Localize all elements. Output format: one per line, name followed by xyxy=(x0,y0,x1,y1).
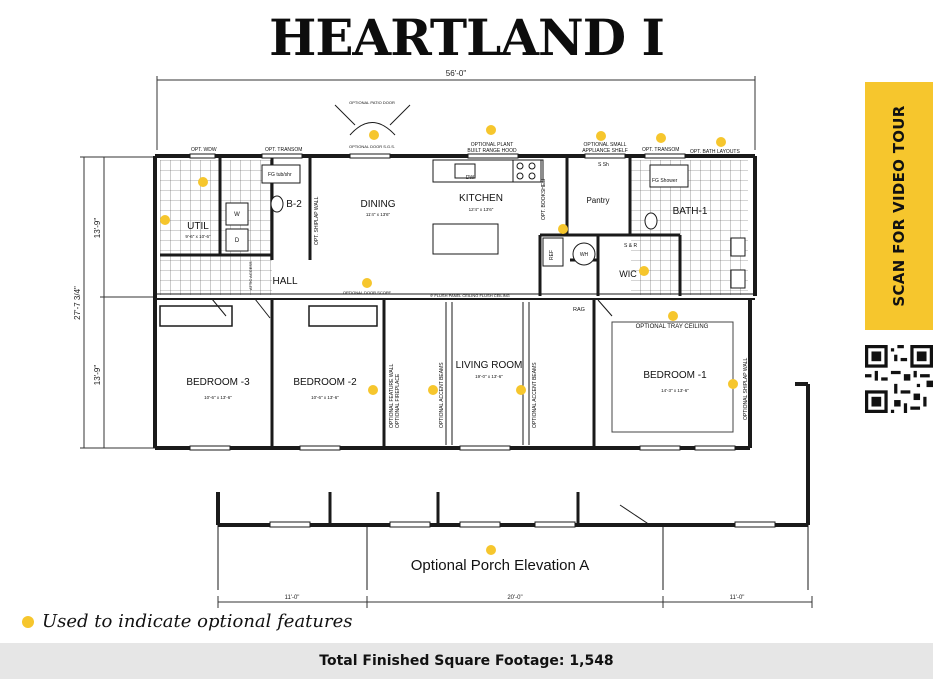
porch-windows xyxy=(269,521,776,528)
page-title: HEARTLAND I xyxy=(269,8,665,67)
label-fireplace: OPTIONAL FIREPLACE xyxy=(395,373,401,428)
label-wh: WH xyxy=(580,252,589,258)
label-attic: ATTIC ACCESS xyxy=(248,261,253,290)
dim-porch-left: 11'-0" xyxy=(285,595,300,601)
legend-text: Used to indicate optional features xyxy=(42,611,353,632)
room-bedroom3-size: 10'-6" x 13'-6" xyxy=(204,395,232,400)
legend: Used to indicate optional features xyxy=(22,611,353,632)
video-tour-tab[interactable]: SCAN FOR VIDEO TOUR xyxy=(865,82,933,330)
kitchen-fixtures xyxy=(225,159,746,289)
room-living-size: 19'-0" x 13'-6" xyxy=(475,374,503,379)
square-footage: Total Finished Square Footage: 1,548 xyxy=(319,653,614,669)
label-tray-ceiling: OPTIONAL TRAY CEILING xyxy=(636,324,709,330)
label-w: W xyxy=(234,212,240,218)
label-opt-bookshelf: OPT. BOOKSHELF xyxy=(541,177,547,220)
dim-overall-width: 56'-0" xyxy=(446,69,467,78)
label-flush-ceiling: 9' FLUSH PANEL CEILING FLUSH CEILING xyxy=(430,293,509,298)
tray-ceiling xyxy=(611,321,734,433)
label-opt-plant: OPTIONAL PLANT xyxy=(471,142,514,148)
dim-porch-right: 11'-0" xyxy=(730,595,745,601)
room-bedroom3-label: BEDROOM -3 xyxy=(186,377,250,388)
room-util-size: 9'-6" x 10'-6" xyxy=(185,234,211,239)
closets xyxy=(159,305,378,327)
dimension-lines xyxy=(80,76,813,608)
label-fg-tub: FG tub/shr xyxy=(268,172,292,178)
interior-walls xyxy=(160,156,682,448)
room-util-label: UTIL xyxy=(187,221,209,232)
room-bedroom1-label: BEDROOM -1 xyxy=(643,370,707,381)
label-opt-transom-left: OPT. TRANSOM xyxy=(265,147,302,153)
dim-front-depth: 13'-9" xyxy=(93,365,102,386)
room-labels: DINING 11'4" x 13'6" KITCHEN 12'4" x 13'… xyxy=(185,193,707,400)
label-fg-shower: FG Shower xyxy=(652,178,678,184)
porch xyxy=(216,382,810,590)
door-swings xyxy=(211,104,613,319)
label-opt-door: OPTIONAL DOOR S.G.S. xyxy=(349,144,395,149)
room-bath2-label: B-2 xyxy=(286,199,302,210)
room-dining-label: DINING xyxy=(361,199,396,210)
label-d: D xyxy=(235,238,240,244)
label-s-r: S & R xyxy=(624,243,637,249)
video-tour-label: SCAN FOR VIDEO TOUR xyxy=(890,105,908,307)
room-hall-label: HALL xyxy=(272,276,297,287)
porch-label: Optional Porch Elevation A xyxy=(411,557,589,574)
label-opt-small: OPTIONAL SMALL xyxy=(584,142,627,148)
dim-rear-depth: 13'-9" xyxy=(93,218,102,239)
label-beam-right: OPTIONAL ACCENT BEAMS xyxy=(532,362,538,428)
label-feature-wall: OPTIONAL FEATURE WALL xyxy=(389,364,395,428)
room-pantry-label: Pantry xyxy=(586,196,609,205)
room-kitchen-size: 12'4" x 13'6" xyxy=(469,207,494,212)
label-shiplap-b2: OPT. SHIPLAP WALL xyxy=(314,196,320,245)
dim-porch-center: 20'-0" xyxy=(507,595,522,601)
annotations: OPT. WDW OPT. TRANSOM OPT. TRANSOM FG tu… xyxy=(191,100,749,428)
room-dining-size: 11'4" x 13'6" xyxy=(366,212,391,217)
label-s-sh: S Sh xyxy=(598,162,609,168)
room-living-label: LIVING ROOM xyxy=(456,360,523,371)
label-beam-left: OPTIONAL ACCENT BEAMS xyxy=(439,362,445,428)
label-ref: REF xyxy=(549,250,555,260)
label-opt-wdw: OPT. WDW xyxy=(191,147,217,153)
label-shiplap-b1: OPTIONAL SHIPLAP WALL xyxy=(743,357,749,420)
footer-bar: Total Finished Square Footage: 1,548 xyxy=(0,643,933,679)
label-rag: RAG xyxy=(573,307,585,313)
room-wic-label: WIC xyxy=(619,269,637,279)
label-appliance-shelf: APPLIANCE SHELF xyxy=(582,148,628,154)
label-range-hood: BUILT RANGE HOOD xyxy=(467,148,517,154)
room-bath1-label: BATH-1 xyxy=(673,206,708,217)
label-opt-transom-right: OPT. TRANSOM xyxy=(642,147,679,153)
qr-code-icon[interactable] xyxy=(865,345,933,413)
dim-overall-depth: 27'-7 3/4" xyxy=(73,286,82,320)
room-bedroom2-label: BEDROOM -2 xyxy=(293,377,357,388)
optional-markers xyxy=(160,125,738,555)
room-bedroom2-size: 10'-6" x 13'-6" xyxy=(311,395,339,400)
room-kitchen-label: KITCHEN xyxy=(459,193,503,204)
label-opt-patio-door: OPTIONAL PATIO DOOR xyxy=(349,100,395,105)
optional-marker-icon xyxy=(22,615,34,628)
label-doorscope: OPTIONAL DOOR SCOPE xyxy=(343,290,392,295)
accent-beams xyxy=(445,302,530,445)
windows xyxy=(189,153,736,451)
label-opt-bath-layouts: OPT. BATH LAYOUTS xyxy=(690,149,740,155)
label-dw: DW xyxy=(466,175,475,181)
room-bedroom1-size: 14'-3" x 13'-6" xyxy=(661,388,689,393)
